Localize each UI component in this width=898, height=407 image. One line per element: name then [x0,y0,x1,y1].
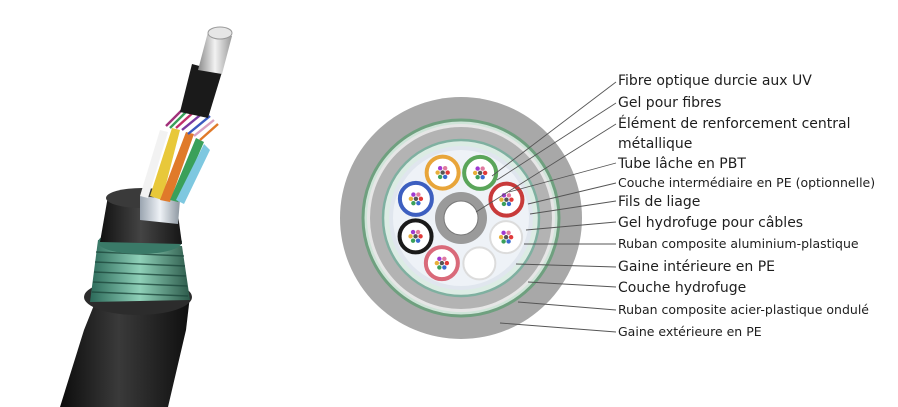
fiber-dot [408,234,413,239]
fiber-dot [503,234,509,240]
leader-line-intermediate [527,182,617,205]
fiber-dot [416,200,421,206]
fiber-dot [437,256,442,261]
fiber-dot [475,175,480,180]
label-inner-sheath: Gaine intérieure en PE [618,259,775,275]
fiber-dot [442,256,447,261]
fiber-dot [482,170,488,176]
loose-tubes [397,154,525,282]
fiber-dot [498,234,504,240]
fiber-dot [472,170,478,176]
tube-white-2-loose-tube [462,246,497,281]
fiber-dot [504,197,509,202]
leader-lines [475,81,617,333]
label-outer-sheath: Gaine extérieure en PE [618,324,762,339]
leader-line-gel [496,102,617,181]
label-central-member: Élément de renforcement central [618,116,851,132]
central-strength-member [443,200,479,236]
cable-3d-view [60,26,233,407]
fiber-dot [508,234,514,240]
fiber-dot [475,166,480,171]
fiber-dot [410,238,416,243]
outer-jacket-shape [60,296,190,407]
fiber-dot [480,166,485,171]
fiber-dot [444,260,450,266]
fiber-dot [442,166,448,171]
central-steel-rod [198,32,232,74]
fiber-dot [437,166,443,171]
fiber-dot [501,201,507,207]
label-pbt-tube: Tube lâche en PBT [618,156,746,172]
aluminium-tape-shape [140,196,180,224]
fiber-dot [506,201,512,207]
fiber-dot [439,260,445,266]
leader-line-binder [529,200,617,215]
label-uv-fiber: Fibre optique durcie aux UV [618,73,812,89]
fiber-dot [480,175,485,180]
steel-rod-tip [207,26,233,40]
fiber-dot [418,196,424,202]
leader-line-central [475,123,617,213]
loose-tubes-bundle [140,128,210,204]
leader-line-water-layer [527,281,617,288]
leader-line-tube [508,162,617,193]
label-steel-tape: Ruban composite acier-plastique ondulé [618,302,869,317]
label-central-member-line2: métallique [618,136,693,152]
fiber-dot [501,230,506,236]
fiber-dot [418,234,423,239]
fiber-dot [416,192,421,197]
fiber-dot [506,230,511,236]
fiber-dot [445,170,450,175]
label-binder-yarns: Fils de liage [618,194,701,210]
fiber-dot [477,170,483,176]
fiber-dot [499,197,504,202]
fiber-dot [411,200,416,206]
leader-line-outer-sheath [499,322,617,333]
label-fiber-gel: Gel pour fibres [618,95,722,111]
fiber-dot [440,170,445,175]
label-water-layer: Couche hydrofuge [618,280,747,296]
leader-line-waterblock-gel [525,221,617,231]
fiber-dot [501,239,506,244]
fiber-dot [411,192,416,197]
leader-line-steel-tape [517,301,617,311]
fiber-dot [435,170,440,175]
fiber-dot [509,197,514,202]
label-intermediate-layer: Couche intermédiaire en PE (optionnelle) [618,175,876,190]
fiber-dot [410,229,416,235]
fiber-dot [437,265,442,270]
label-aluminium-tape: Ruban composite aluminium-plastique [618,236,859,251]
fiber-dot [506,239,511,244]
fiber-dot [413,196,419,202]
fiber-dot [442,174,448,180]
leader-line-inner-sheath [515,263,617,268]
fiber-dot [413,234,418,239]
fiber-dot [415,238,421,243]
fiber-dot [437,174,443,180]
fiber-dot [408,196,414,202]
leader-line-fibre [491,81,617,177]
label-waterblock-gel: Gel hydrofuge pour câbles [618,215,804,231]
fiber-dot [415,229,421,235]
cross-section [340,97,582,339]
fiber-dot [434,260,440,266]
central-member-jacket [180,64,222,118]
fiber-dot [506,193,512,198]
fiber-dot [442,265,447,270]
